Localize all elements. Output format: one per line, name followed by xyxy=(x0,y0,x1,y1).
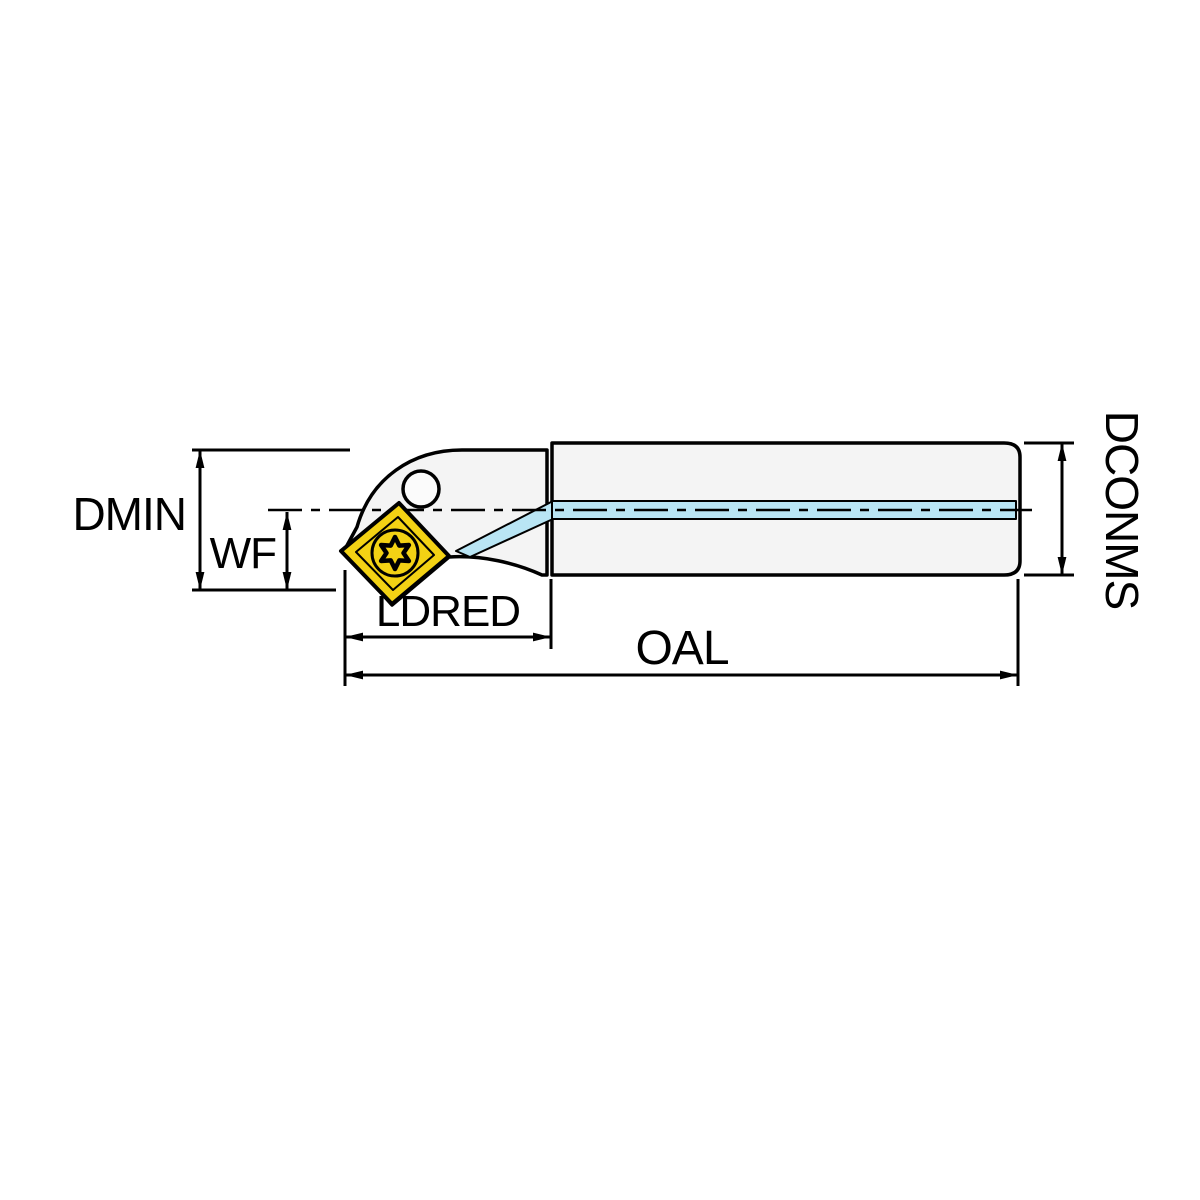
dmin-dimension: DMIN xyxy=(72,448,350,592)
torx-socket-icon xyxy=(378,534,412,572)
ldred-label: LDRED xyxy=(376,587,520,636)
tool-body xyxy=(268,441,1032,607)
ldred-dimension: LDRED xyxy=(345,579,553,649)
clamp-screw-hole xyxy=(401,469,441,509)
wf-dimension: WF xyxy=(210,512,292,590)
dmin-label: DMIN xyxy=(72,488,186,540)
dconms-dimension: DCONMS xyxy=(1024,411,1148,609)
wf-label: WF xyxy=(210,529,277,578)
oal-dimension: OAL xyxy=(343,570,1020,686)
insert-chipbreaker-outline xyxy=(355,516,435,591)
oal-label: OAL xyxy=(635,622,728,675)
dconms-label: DCONMS xyxy=(1096,411,1148,609)
